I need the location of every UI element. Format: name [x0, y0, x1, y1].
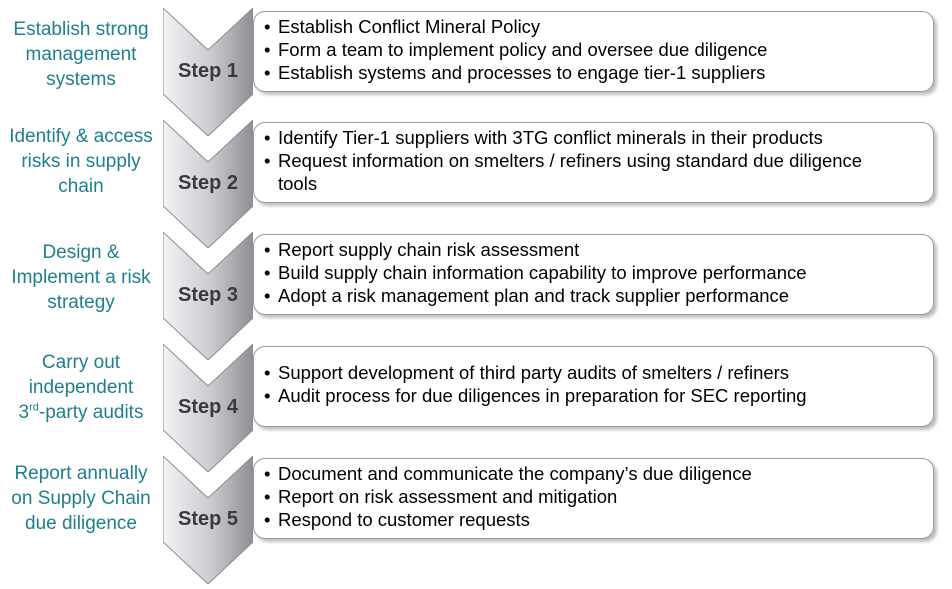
- bullet-item: • Build supply chain information capabili…: [264, 261, 923, 284]
- bullet-dot: •: [264, 486, 271, 507]
- bullet-dot: •: [264, 463, 271, 484]
- bullet-item: • Request information on smelters / refin…: [264, 149, 923, 195]
- step-3-title-line: Design &: [42, 242, 120, 263]
- step-5-title: Report annually on Supply Chain due dili…: [0, 461, 162, 536]
- step-3-chevron: Step 3: [163, 232, 253, 360]
- bullet-item: • Form a team to implement policy and ove…: [264, 38, 923, 61]
- step-4-title-line: 3rd-party audits: [0, 400, 162, 425]
- ordinal-rest: -party audits: [38, 402, 144, 423]
- bullet-text: Report supply chain risk assessment: [278, 239, 580, 260]
- step-2-number: Step 2: [177, 172, 239, 194]
- bullet-dot: •: [264, 127, 271, 148]
- ordinal-suffix: rd: [29, 401, 39, 414]
- bullet-item: • Report supply chain risk assessment: [264, 238, 923, 261]
- bullet-text: Audit process for due diligences in prep…: [278, 385, 807, 406]
- bullet-text: Respond to customer requests: [278, 509, 530, 530]
- bullet-item: • Audit process for due diligences in pre…: [264, 384, 923, 407]
- step-5-title-line: due diligence: [25, 513, 137, 534]
- bullet-item: • Adopt a risk management plan and track …: [264, 284, 923, 307]
- bullet-dot: •: [264, 285, 271, 306]
- bullet-text: Identify Tier-1 suppliers with 3TG confl…: [278, 127, 823, 148]
- bullet-dot: •: [264, 262, 271, 283]
- bullet-text: Request information on smelters / refine…: [278, 150, 863, 194]
- step-2-title-line: Identify & access: [9, 126, 153, 147]
- step-4-title-line: independent: [28, 377, 134, 398]
- step-3-number: Step 3: [177, 284, 239, 306]
- step-2-title-line: chain: [58, 176, 104, 197]
- step-5-title-line: Report annually: [14, 463, 148, 484]
- bullet-item: • Identify Tier-1 suppliers with 3TG conf…: [264, 126, 923, 149]
- step-4-chevron: Step 4: [163, 344, 253, 472]
- bullet-dot: •: [264, 62, 271, 83]
- step-4-title-line: Carry out: [41, 352, 121, 373]
- step-4-title: Carry out independent 3rd-party audits: [0, 350, 162, 425]
- step-1-number: Step 1: [177, 60, 239, 82]
- bullet-item: • Establish Conflict Mineral Policy: [264, 15, 923, 38]
- step-4-number: Step 4: [177, 396, 239, 418]
- step-1-title-line: Establish strong: [13, 19, 149, 40]
- bullet-dot: •: [264, 150, 271, 171]
- step-3-bullet-box: • Report supply chain risk assessment • Bu…: [253, 234, 934, 315]
- bullet-item: • Report on risk assessment and mitigatio…: [264, 485, 923, 508]
- step-2-chevron: Step 2: [163, 120, 253, 248]
- bullet-text: Build supply chain information capabilit…: [278, 262, 807, 283]
- step-3-title-line: strategy: [47, 292, 115, 313]
- step-1-title-line: management: [25, 44, 137, 65]
- step-3-title-line: Implement a risk: [11, 267, 151, 288]
- step-5-number: Step 5: [177, 508, 239, 530]
- bullet-dot: •: [264, 362, 271, 383]
- step-1-bullet-box: • Establish Conflict Mineral Policy • Form…: [253, 11, 934, 92]
- bullet-text: Establish systems and processes to engag…: [278, 62, 766, 83]
- step-5-bullet-box: • Document and communicate the company’s …: [253, 458, 934, 539]
- step-2-bullet-box: • Identify Tier-1 suppliers with 3TG conf…: [253, 122, 934, 203]
- bullet-text: Report on risk assessment and mitigation: [278, 486, 618, 507]
- bullet-dot: •: [264, 16, 271, 37]
- bullet-text: Document and communicate the company’s d…: [278, 463, 752, 484]
- step-1-chevron: Step 1: [163, 8, 253, 136]
- step-2-title-line: risks in supply: [21, 151, 141, 172]
- ordinal-prefix: 3: [18, 402, 30, 423]
- step-1-title: Establish strong management systems: [0, 17, 162, 92]
- bullet-text: Establish Conflict Mineral Policy: [278, 16, 541, 37]
- bullet-text: Form a team to implement policy and over…: [278, 39, 768, 60]
- step-5-title-line: on Supply Chain: [11, 488, 151, 509]
- bullet-item: • Respond to customer requests: [264, 508, 923, 531]
- bullet-dot: •: [264, 239, 271, 260]
- step-4-bullet-box: • Support development of third party audi…: [253, 346, 934, 427]
- bullet-dot: •: [264, 385, 271, 406]
- bullet-dot: •: [264, 509, 271, 530]
- bullet-text: Support development of third party audit…: [278, 362, 790, 383]
- step-2-title: Identify & access risks in supply chain: [0, 124, 162, 199]
- bullet-dot: •: [264, 39, 271, 60]
- step-1-title-line: systems: [46, 69, 116, 90]
- bullet-item: • Document and communicate the company’s …: [264, 462, 923, 485]
- step-5-chevron: Step 5: [163, 456, 253, 584]
- bullet-text: Adopt a risk management plan and track s…: [278, 285, 790, 306]
- bullet-item: • Support development of third party audi…: [264, 361, 923, 384]
- bullet-item: • Establish systems and processes to enga…: [264, 61, 923, 84]
- step-3-title: Design & Implement a risk strategy: [0, 240, 162, 315]
